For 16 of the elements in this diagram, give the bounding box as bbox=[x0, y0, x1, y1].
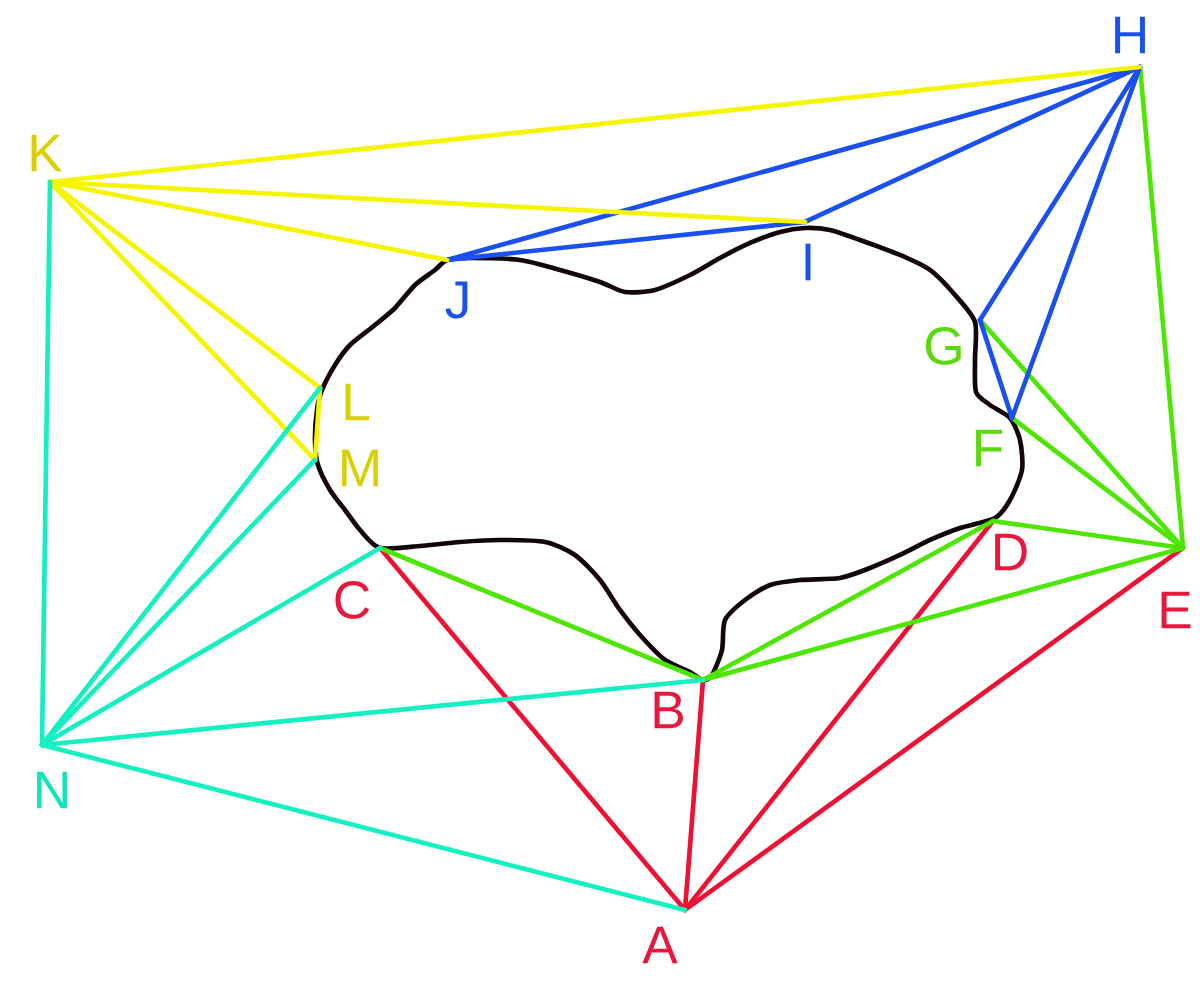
vertex-label: L bbox=[345, 383, 370, 421]
vertex-label: K bbox=[31, 134, 63, 172]
vertex-label: B bbox=[654, 691, 683, 729]
vertex-label: D bbox=[995, 533, 1027, 571]
vertex-label: M bbox=[342, 449, 378, 487]
vertex-label: C bbox=[335, 581, 370, 619]
connector-line bbox=[39, 742, 688, 913]
vertex-label: H bbox=[1115, 16, 1145, 54]
vertex-label: A bbox=[642, 926, 678, 964]
connector-line bbox=[977, 317, 1015, 421]
vertex-label: G bbox=[925, 327, 961, 365]
vertex-label: I bbox=[805, 243, 811, 281]
vertex-label: E bbox=[1161, 591, 1191, 629]
vertex-label: F bbox=[976, 429, 1003, 467]
vertex-label: J bbox=[445, 281, 468, 319]
vertex-label: N bbox=[37, 771, 67, 809]
